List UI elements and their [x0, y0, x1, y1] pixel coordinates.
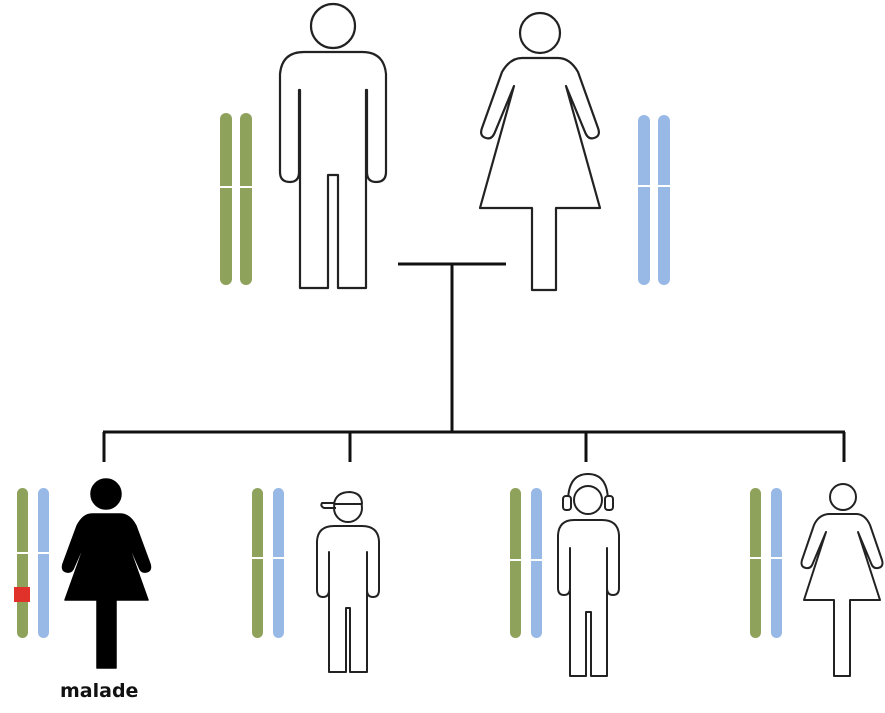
child-1-chromosome-pair [14, 488, 51, 638]
child-2-maternal-chromosome [273, 488, 284, 638]
boy-cap-icon [316, 491, 380, 673]
child-1-maternal-chromosome [38, 488, 49, 638]
man-icon [278, 2, 388, 290]
mother-chromosome-pair [636, 115, 672, 285]
mother-chromosome-1 [638, 115, 650, 285]
father-chromosome-2 [240, 113, 252, 285]
pedigree-lines [102, 262, 846, 462]
father-chromosome-1 [220, 113, 232, 285]
child-3-maternal-chromosome [531, 488, 542, 638]
boy-headphones-icon [557, 473, 620, 677]
woman-icon [478, 11, 602, 292]
child-2-paternal-chromosome [252, 488, 263, 638]
mutation-marker [14, 587, 30, 602]
mother-chromosome-2 [658, 115, 670, 285]
child-4-paternal-chromosome [750, 488, 761, 638]
girl-icon [800, 483, 884, 677]
child-1-paternal-chromosome [17, 488, 28, 638]
child-4-maternal-chromosome [771, 488, 782, 638]
girl-icon-affected [61, 478, 152, 669]
child-3-paternal-chromosome [510, 488, 521, 638]
affected-caption: malade [60, 680, 139, 702]
father-chromosome-pair [218, 113, 254, 285]
child-2-chromosome-pair [250, 488, 286, 638]
child-4-chromosome-pair [748, 488, 784, 638]
child-3-chromosome-pair [508, 488, 544, 638]
